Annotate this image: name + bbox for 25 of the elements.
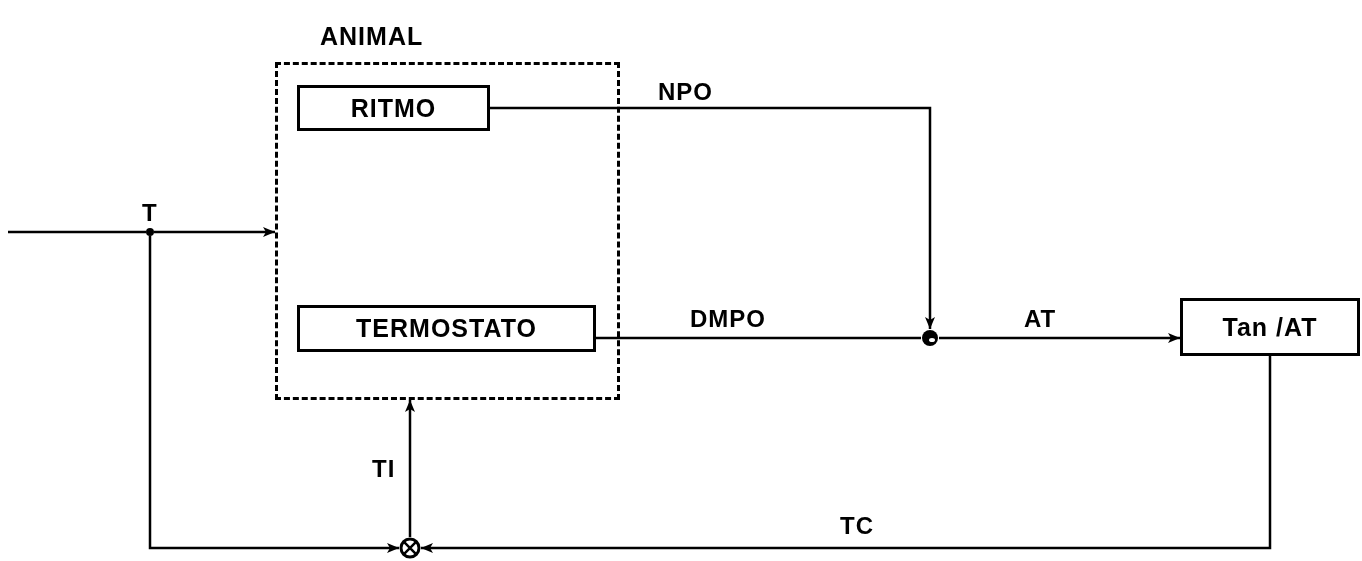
box-label: TERMOSTATO [356, 314, 537, 343]
arrow [939, 333, 1180, 343]
edge-label: T [142, 199, 158, 227]
arrow [405, 400, 415, 537]
junction-circle [921, 329, 939, 347]
arrow [421, 356, 1272, 553]
process-box [1180, 298, 1360, 356]
connector-line [8, 230, 146, 234]
edge-label: TI [372, 455, 396, 483]
branch-dot [146, 228, 154, 236]
edge-label: DMPO [690, 305, 766, 333]
edge-label: NPO [658, 78, 713, 106]
process-box [297, 305, 596, 352]
arrow [154, 227, 275, 237]
box-label: Tan /AT [1222, 312, 1318, 342]
group-heading: ANIMAL [320, 22, 424, 51]
box-label: RITMO [350, 93, 437, 123]
summing-junction [399, 537, 421, 559]
edge-label: AT [1024, 305, 1057, 333]
connector-line [596, 336, 921, 340]
animal-dashed-box [275, 62, 620, 400]
edge-label: TC [840, 512, 874, 540]
arrow [148, 236, 399, 553]
process-box [297, 85, 490, 131]
arrow [490, 106, 935, 329]
